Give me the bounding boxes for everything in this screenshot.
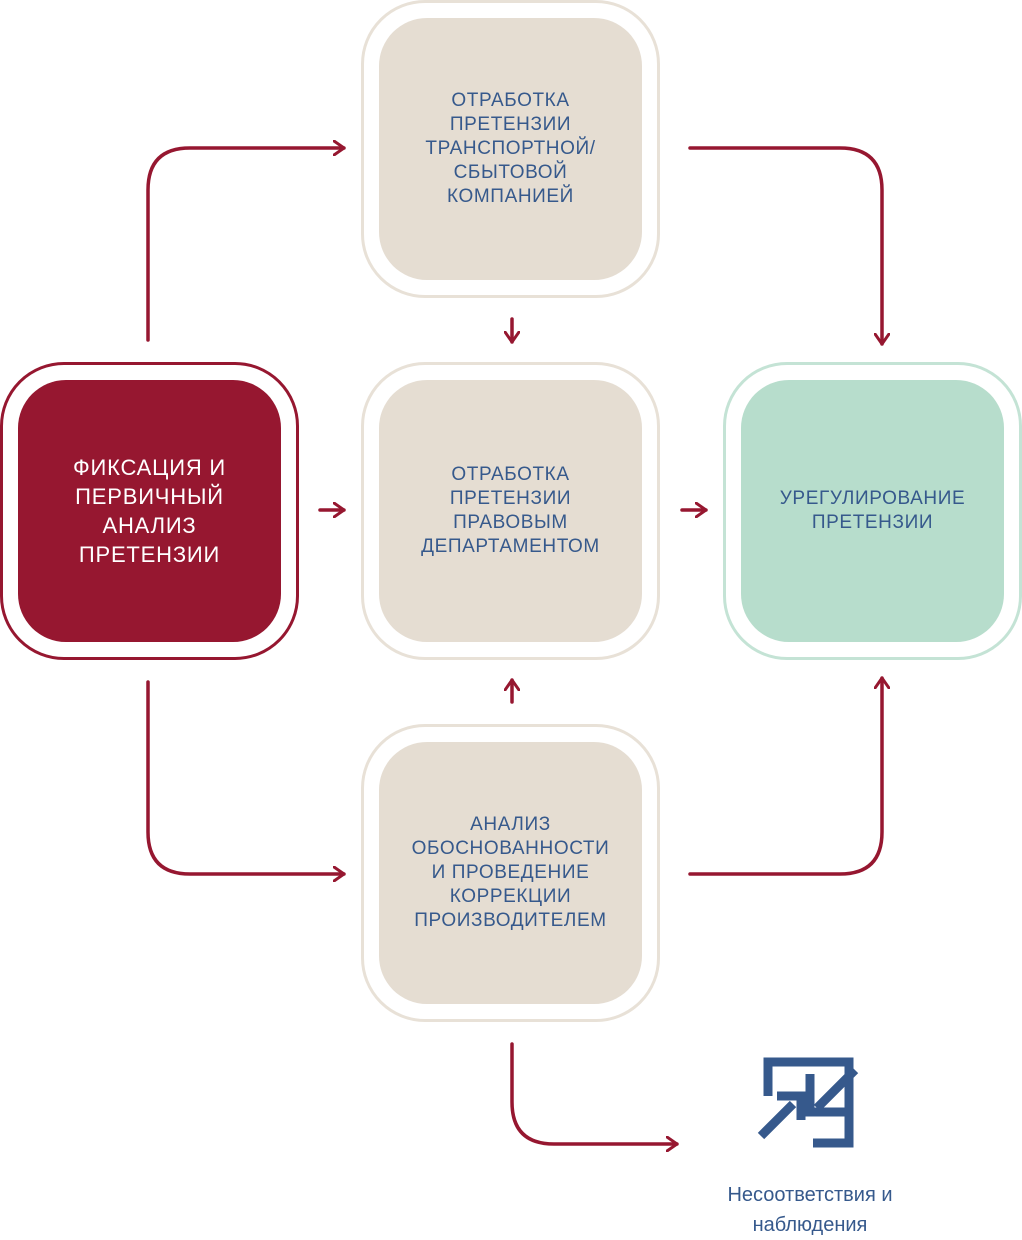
node-legal: Отработка претензии правовым департамент…: [361, 362, 660, 660]
node-fixation: Фиксация и первичный анализ претензии: [0, 362, 299, 660]
connector-fixation-to-transport: [146, 148, 346, 342]
node-settlement-label: Урегулирование претензии: [779, 488, 966, 533]
node-analysis-box: Анализ обоснованности и проведение корре…: [379, 742, 642, 1004]
node-analysis: Анализ обоснованности и проведение корре…: [361, 724, 660, 1022]
node-settlement: Урегулирование претензии: [723, 362, 1022, 660]
node-legal-box: Отработка претензии правовым департамент…: [379, 380, 642, 642]
node-analysis-label: Анализ обоснованности и проведение корре…: [411, 814, 610, 931]
node-transport-box: Отработка претензии транспортной/ сбытов…: [379, 18, 642, 280]
node-legal-label: Отработка претензии правовым департамент…: [421, 464, 600, 557]
arrows-inward-square-icon: [757, 1057, 859, 1148]
connector-analysis-to-settlement: [688, 676, 882, 876]
node-transport: Отработка претензии транспортной/ сбытов…: [361, 0, 660, 298]
node-fixation-label: Фиксация и первичный анализ претензии: [72, 455, 227, 567]
connector-fixation-to-analysis: [146, 680, 346, 874]
node-fixation-box: Фиксация и первичный анализ претензии: [18, 380, 281, 642]
connector-transport-to-settlement: [688, 146, 882, 346]
node-settlement-box: Урегулирование претензии: [741, 380, 1004, 642]
node-transport-label: Отработка претензии транспортной/ сбытов…: [425, 90, 596, 207]
nonconformity-label: Несоответствия и наблюдения: [727, 1184, 893, 1236]
connector-analysis-to-nonconformity: [510, 1042, 679, 1144]
